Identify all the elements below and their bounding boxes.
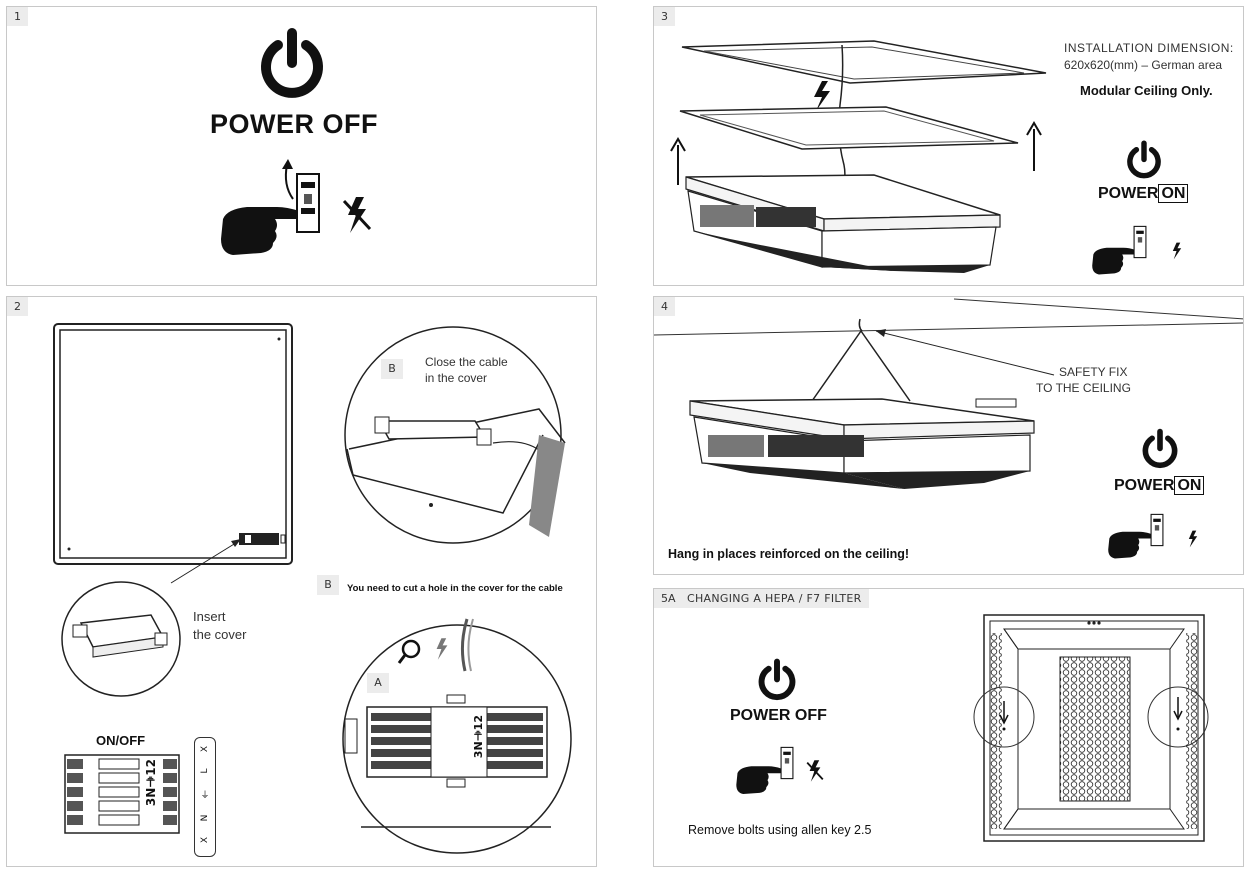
filter-unit-drawing — [973, 614, 1209, 842]
install-dim-label: INSTALLATION DIMENSION: — [1064, 41, 1234, 55]
power-word: POWER — [1098, 185, 1159, 202]
panel-2: 2 Insert the cover B Close the cabl — [6, 296, 597, 867]
on-word: ON — [1174, 476, 1205, 495]
panel-number: 4 — [654, 297, 675, 316]
term-a-3: 3 — [472, 750, 485, 759]
term-1: 1 — [144, 767, 158, 776]
panel-title: CHANGING A HEPA / F7 FILTER — [680, 589, 869, 608]
pointer-line — [170, 539, 241, 584]
hand-icon — [736, 766, 783, 795]
close-cable-line-1: Close the cable — [425, 355, 508, 369]
ceiling-hanging-drawing — [654, 298, 1243, 489]
insert-line-2: the cover — [193, 627, 247, 642]
term-a-2: 2 — [472, 715, 485, 723]
hang-note: Hang in places reinforced on the ceiling… — [668, 547, 910, 561]
term-3: 3 — [144, 797, 158, 807]
breaker-icon — [296, 173, 320, 233]
power-icon — [758, 658, 796, 701]
power-word: POWER — [1114, 477, 1175, 494]
hand-icon — [1092, 247, 1137, 275]
breaker-icon — [1150, 513, 1164, 547]
lightning-icon — [1188, 530, 1198, 548]
device-front-view — [53, 323, 293, 565]
panel-number: 3 — [654, 7, 675, 26]
conn-x-top: X — [200, 745, 210, 753]
term-a-1: 1 — [472, 722, 485, 731]
tag-b-mid: B — [317, 575, 339, 595]
safety-fix-line-2: TO THE CEILING — [1036, 381, 1131, 395]
no-lightning-icon — [806, 760, 824, 782]
arrow-up-icon — [282, 159, 294, 200]
terminal-circle — [342, 618, 572, 854]
power-icon — [1127, 140, 1161, 179]
lightning-icon — [436, 638, 448, 660]
breaker-icon — [780, 746, 794, 780]
lightning-icon — [1172, 242, 1182, 260]
install-dim-value: 620x620(mm) – German area — [1064, 58, 1223, 72]
panel-number: 1 — [7, 7, 28, 26]
insert-line-1: Insert — [193, 609, 226, 624]
on-word: ON — [1158, 184, 1189, 203]
ceiling-installation-drawing — [670, 40, 1047, 273]
onoff-label: ON/OFF — [96, 733, 146, 748]
term-a-n: N — [472, 741, 485, 751]
remove-bolts-note: Remove bolts using allen key 2.5 — [688, 823, 872, 837]
term-2: 2 — [144, 759, 158, 768]
power-off-title: POWER OFF — [210, 109, 378, 139]
term-a-earth: ⏚ — [472, 730, 485, 742]
magnifier-icon — [397, 639, 421, 664]
cable-cover-circle — [344, 326, 566, 544]
panel-3: 3 INSTALLATION DIMENSION: 620x620(mm) – … — [653, 6, 1244, 286]
breaker-icon — [1133, 225, 1147, 259]
terminal-block — [64, 754, 180, 834]
panel-1: 1 POWER OFF — [6, 6, 597, 286]
term-earth: ⏚ — [144, 775, 158, 788]
hand-icon — [1108, 531, 1153, 559]
connector-label-strip: X L ⏚ N X — [194, 737, 216, 857]
power-icon — [261, 28, 323, 98]
panel-5a: 5A CHANGING A HEPA / F7 FILTER POWER OFF… — [653, 588, 1244, 867]
terminal-a-labels: 3N⏚12 — [472, 715, 485, 759]
no-lightning-icon — [342, 197, 372, 233]
close-cable-line-2: in the cover — [425, 371, 488, 385]
panel-number: 5A — [654, 589, 683, 608]
conn-earth: ⏚ — [200, 791, 210, 801]
cover-detail-circle — [61, 581, 181, 697]
term-n: N — [144, 787, 158, 798]
conn-x-bottom: X — [200, 836, 210, 844]
conn-n: N — [200, 814, 210, 822]
power-icon — [1142, 428, 1178, 469]
power-off-label: POWER OFF — [730, 707, 827, 724]
hand-icon — [221, 207, 302, 255]
cut-hole-note: You need to cut a hole in the cover for … — [347, 583, 563, 594]
modular-ceiling-note: Modular Ceiling Only. — [1080, 83, 1213, 98]
tag-b-top: B — [381, 359, 403, 379]
terminal-left-labels: 3N⏚12 — [144, 759, 158, 807]
tag-a: A — [367, 673, 389, 693]
safety-fix-line-1: SAFETY FIX — [1059, 365, 1128, 379]
conn-l: L — [200, 768, 210, 774]
panel-number: 2 — [7, 297, 28, 316]
